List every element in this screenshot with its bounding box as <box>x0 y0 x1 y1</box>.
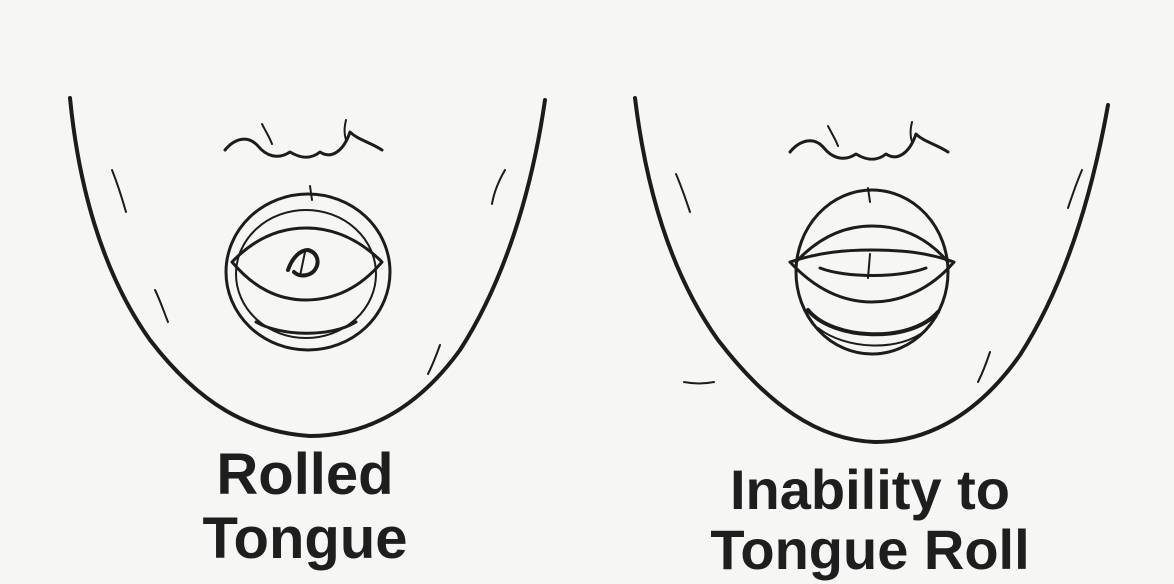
upper-lip-right <box>796 226 948 262</box>
caption-left-line2: Tongue <box>150 510 460 568</box>
caption-inability-to-roll: Inability to Tongue Roll <box>690 462 1050 578</box>
cheek-mark-left-2 <box>155 290 168 322</box>
lower-lip-line-right <box>808 310 938 334</box>
caption-right-line1: Inability to <box>690 462 1050 518</box>
tongue-groove <box>300 252 305 276</box>
nostril-left-r <box>828 126 838 146</box>
jaw-outline-right <box>635 98 1108 442</box>
cheek-mark-left-r <box>676 174 690 212</box>
chin-mark <box>428 345 440 374</box>
face-unrolled-tongue <box>635 98 1108 442</box>
nostril-right-r <box>911 122 913 142</box>
caption-right-line2: Tongue Roll <box>690 522 1050 578</box>
nostril-right <box>345 120 347 140</box>
outer-lips-left <box>226 194 390 350</box>
face-rolled-tongue <box>70 98 545 436</box>
jaw-outline-left <box>70 98 545 436</box>
neck-mark-r <box>684 382 714 384</box>
mouth-opening-left <box>232 228 382 300</box>
caption-left-line1: Rolled <box>150 446 460 504</box>
cheek-mark-right-r <box>1068 170 1082 208</box>
upper-lip-tick-left <box>310 186 312 200</box>
lower-lip-line-left <box>256 322 356 333</box>
nose-left <box>225 132 382 157</box>
nose-right <box>790 134 948 159</box>
chin-mark-r <box>978 352 990 382</box>
cheek-mark-right <box>492 170 505 204</box>
caption-rolled-tongue: Rolled Tongue <box>150 446 460 568</box>
nostril-left <box>262 124 272 144</box>
flat-tongue <box>820 268 926 276</box>
cheek-mark-left <box>112 170 126 212</box>
